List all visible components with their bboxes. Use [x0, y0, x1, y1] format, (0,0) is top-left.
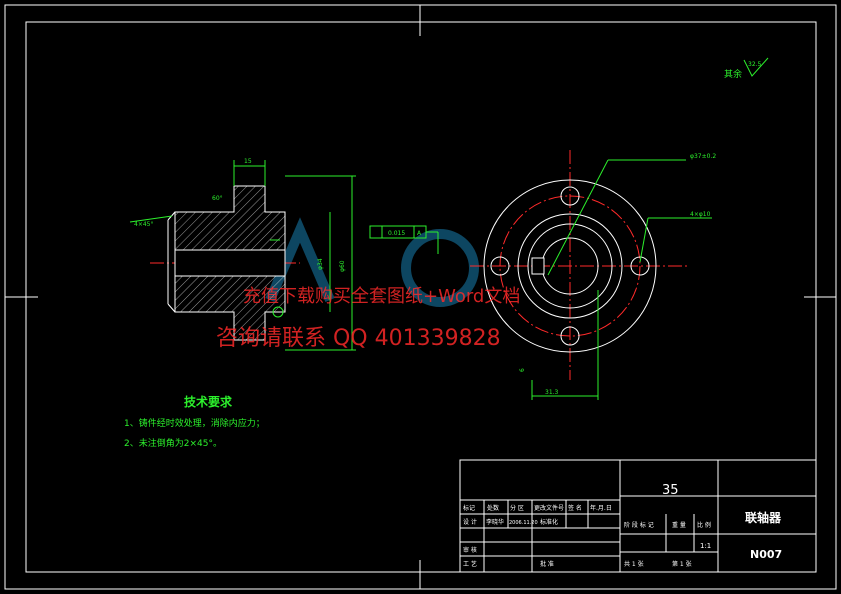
hdr-zone: 分 区 — [510, 504, 524, 512]
watermark-line-2: 咨询请联系 QQ 401339828 — [216, 326, 501, 351]
tech-req-title: 技术要求 — [184, 394, 233, 409]
weight-label: 重 量 — [672, 521, 686, 529]
process-label: 工 艺 — [463, 560, 477, 568]
dim-d1: φ34 — [317, 258, 324, 270]
material: 35 — [662, 483, 679, 498]
dim-width-top: 15 — [244, 158, 252, 165]
technical-requirements: 技术要求 1、铸件经时效处理，消除内应力； 2、未注倒角为2×45°。 — [124, 394, 265, 449]
scale-label: 比 例 — [697, 521, 711, 529]
drawing-number: N007 — [750, 548, 782, 561]
designer: 李晓华 — [486, 518, 504, 526]
tolerance-frame: 0.015 A — [369, 225, 439, 254]
hdr-mark: 标记 — [463, 504, 475, 512]
roughness-value: 32.5 — [748, 61, 762, 68]
tech-req-item-2: 2、未注倒角为2×45°。 — [124, 437, 222, 449]
sheet-total: 共 1 张 — [624, 560, 644, 568]
roughness-label: 其余 — [724, 68, 742, 80]
hdr-sign: 签 名 — [568, 504, 582, 512]
standardization-label: 标准化 — [540, 518, 558, 526]
design-label: 设 计 — [463, 518, 477, 526]
tech-req-item-1: 1、铸件经时效处理，消除内应力； — [124, 417, 265, 429]
design-date: 2006.11.20 — [509, 520, 538, 526]
watermark-line-1: 充值下载购买全套图纸+Word文档 — [243, 286, 521, 307]
title-block — [459, 459, 817, 573]
dim-width: 6 — [519, 368, 526, 372]
section-dimensions: 15 4×45° 60° φ34 φ60 — [129, 158, 356, 351]
dim-d2: φ60 — [339, 260, 346, 272]
sheet-frame — [4, 4, 837, 590]
hdr-count: 处数 — [487, 504, 499, 512]
roughness-symbol: 其余 32.5 — [724, 57, 769, 80]
tol-ref: A — [417, 230, 422, 237]
dim-bolt-circle: φ37±0.2 — [690, 153, 716, 160]
dim-chamfer: 4×45° — [134, 221, 153, 228]
review-label: 审 核 — [463, 546, 477, 554]
scale: 1:1 — [700, 542, 711, 550]
stage-mark-label: 阶 段 标 记 — [624, 521, 654, 529]
title-block-text: 35 联轴器 N007 1:1 标记 处数 分 区 更改文件号 签 名 年.月.… — [463, 483, 782, 568]
part-name: 联轴器 — [745, 510, 782, 525]
hdr-date: 年.月.日 — [590, 504, 612, 512]
front-dimensions: φ37±0.2 4×φ10 31.3 6 — [519, 153, 716, 400]
section-view — [150, 185, 300, 341]
dim-holes: 4×φ10 — [690, 211, 711, 218]
front-view — [470, 150, 690, 380]
approve-label: 批 准 — [540, 560, 554, 568]
sheet-number: 第 1 张 — [672, 560, 692, 568]
dim-keyway: 31.3 — [545, 389, 559, 396]
dim-angle: 60° — [212, 195, 223, 202]
tol-value: 0.015 — [388, 230, 405, 237]
hdr-change-doc: 更改文件号 — [534, 504, 564, 512]
